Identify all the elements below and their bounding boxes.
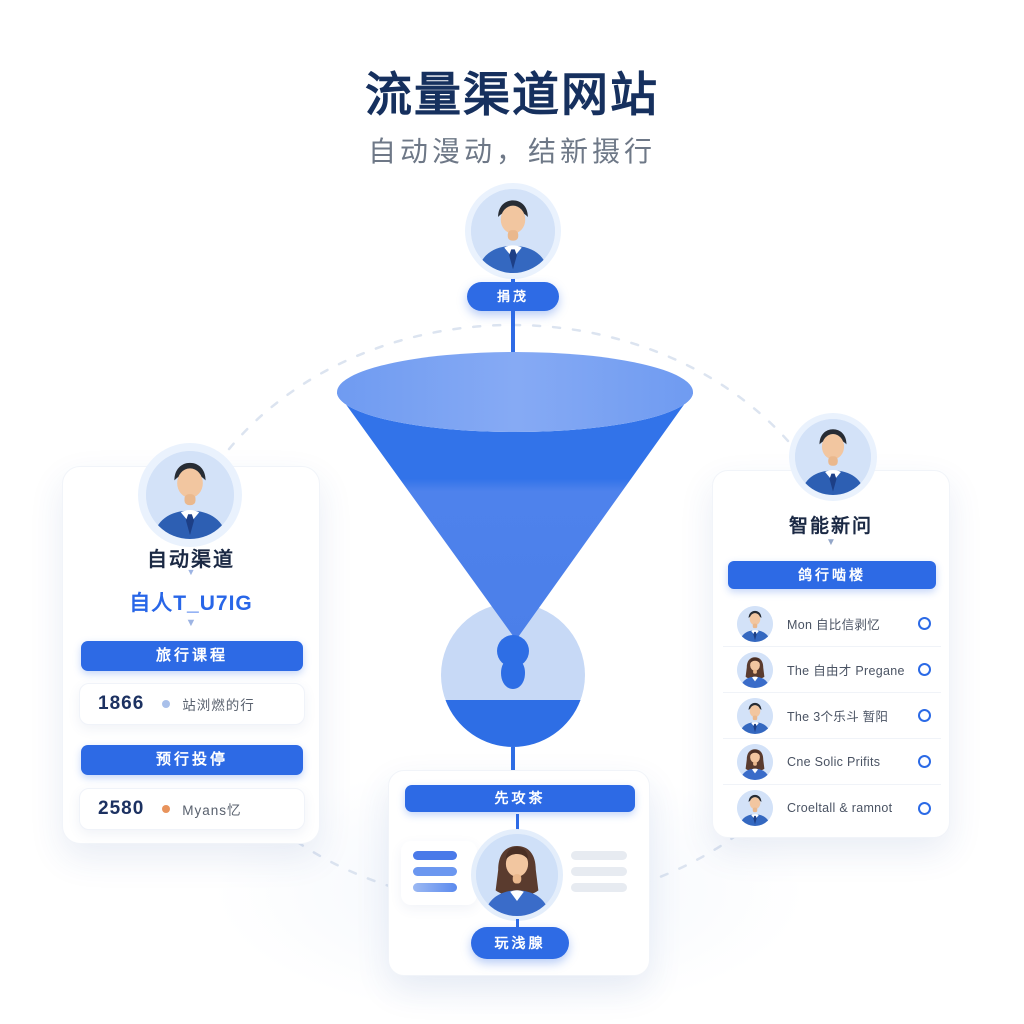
funnel-drip-drop xyxy=(501,658,525,689)
bottom-card-button[interactable]: 先攻茶 xyxy=(405,785,635,812)
list-item-label: Cne Solic Prifits xyxy=(787,754,881,769)
funnel-cone xyxy=(337,392,693,640)
dot-icon xyxy=(162,805,171,813)
chevron-down-icon: ▼ xyxy=(826,537,836,548)
left-card-link[interactable]: 自人T_U7IG xyxy=(129,592,253,615)
ring-icon[interactable] xyxy=(918,617,931,630)
stat-value: 1866 xyxy=(98,693,145,714)
funnel-drip-ball xyxy=(497,635,529,667)
top-avatar-halo xyxy=(465,183,561,279)
left-avatar-halo xyxy=(138,443,242,547)
news-list-item[interactable]: Cne Solic Prifits xyxy=(723,739,941,785)
list-avatar xyxy=(737,697,773,734)
news-list-item[interactable]: The 3个乐斗 暂阳 xyxy=(723,693,941,739)
ring-icon[interactable] xyxy=(918,801,931,815)
list-lines-panel-left xyxy=(401,841,477,905)
left-card-button-2[interactable]: 预行投停 xyxy=(81,745,303,775)
page-title: 流量渠道网站 xyxy=(365,68,659,121)
list-item-label: Mon 自比信剥忆 xyxy=(787,618,880,632)
arrow-down-line xyxy=(516,814,519,840)
right-card-avatar xyxy=(795,419,871,495)
funnel-outlet-circle-fill xyxy=(445,700,581,747)
bottom-card-avatar xyxy=(476,834,558,916)
male-avatar-icon xyxy=(795,419,871,495)
list-avatar xyxy=(737,651,773,688)
news-list-item[interactable]: Mon 自比信剥忆 xyxy=(723,601,941,647)
male-avatar-icon xyxy=(737,697,773,734)
funnel-top-surface xyxy=(337,352,693,432)
stat-row-1: 1866 站浏燃的行 xyxy=(79,683,305,725)
right-avatar-halo xyxy=(789,413,877,501)
bottom-avatar-halo xyxy=(471,829,563,921)
ring-icon[interactable] xyxy=(918,755,931,768)
news-list-item[interactable]: The 自由才 Pregane xyxy=(723,647,941,693)
left-card-title: 自动渠道 xyxy=(147,549,235,571)
stat-row-2: 2580 Myans忆 xyxy=(79,788,305,830)
female-avatar-icon xyxy=(476,834,558,916)
left-card-button-1[interactable]: 旅行课程 xyxy=(81,641,303,671)
dot-icon xyxy=(162,700,171,708)
stat-label: Myans忆 xyxy=(182,803,242,818)
news-list-item[interactable]: Croeltall & ramnot xyxy=(723,785,941,831)
list-lines-panel-right xyxy=(561,841,639,905)
ring-icon[interactable] xyxy=(918,709,931,722)
female-avatar-icon xyxy=(737,651,773,688)
chevron-down-icon: ▼ xyxy=(185,617,197,629)
chevron-down-icon: ▼ xyxy=(186,567,196,577)
list-avatar xyxy=(737,790,773,826)
ring-icon[interactable] xyxy=(918,663,931,676)
male-avatar-icon xyxy=(737,790,773,826)
male-avatar-icon xyxy=(471,189,555,273)
page-subtitle: 自动漫动，结新摄行 xyxy=(367,136,656,167)
female-avatar-icon xyxy=(737,743,773,780)
male-avatar-icon xyxy=(737,605,773,642)
stat-label: 站浏燃的行 xyxy=(182,698,255,713)
male-avatar-icon xyxy=(146,451,234,539)
list-item-label: Croeltall & ramnot xyxy=(787,801,893,815)
list-avatar xyxy=(737,605,773,642)
left-card-avatar xyxy=(146,451,234,539)
stat-value: 2580 xyxy=(98,798,145,819)
bottom-result-card: 先攻茶 xyxy=(388,770,650,976)
top-stage-pill[interactable]: 捐茂 xyxy=(467,282,559,311)
right-card-title: 智能新问 xyxy=(788,516,873,537)
list-item-label: The 自由才 Pregane xyxy=(787,664,905,678)
list-item-label: The 3个乐斗 暂阳 xyxy=(787,710,889,724)
right-card-button[interactable]: 鸽行啮楼 xyxy=(728,561,936,589)
connector-line xyxy=(516,919,519,929)
list-avatar xyxy=(737,743,773,780)
top-avatar xyxy=(471,189,555,273)
right-news-card: 智能新问 ▼ 鸽行啮楼 Mon 自比信剥忆 The 自由才 Pregane xyxy=(712,470,950,838)
bottom-stage-pill[interactable]: 玩浅腺 xyxy=(471,927,569,959)
